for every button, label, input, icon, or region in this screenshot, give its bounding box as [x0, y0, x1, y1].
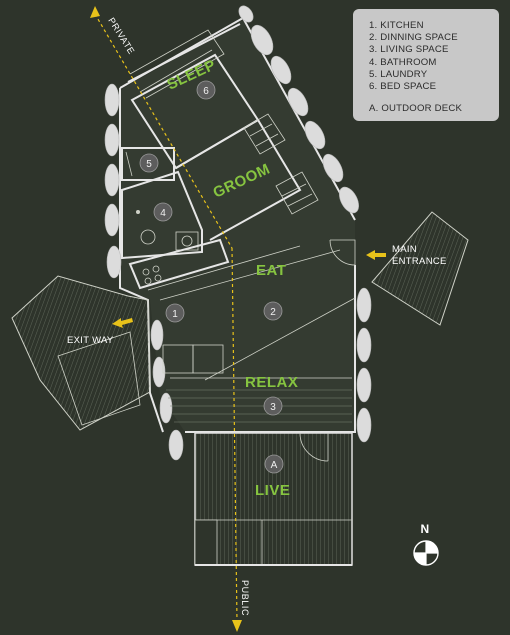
dining-area — [159, 249, 356, 381]
main-entrance-arrow-icon — [366, 250, 386, 260]
zone-label-live: LIVE — [255, 482, 290, 499]
private-public-axis — [90, 6, 242, 632]
svg-text:A: A — [271, 460, 278, 471]
exit-way-label: EXIT WAY — [67, 335, 114, 346]
room-marker-6: 6 — [196, 80, 216, 100]
laundry-room — [121, 147, 175, 181]
exit-deck — [11, 275, 151, 431]
main-entrance-label-line2: ENTRANCE — [392, 256, 447, 267]
arrow-down-icon — [232, 620, 242, 632]
legend-box: 1. KITCHEN 2. DINNING SPACE 3. LIVING SP… — [353, 9, 499, 121]
room-marker-3: 3 — [263, 396, 283, 416]
legend-item: 6. BED SPACE — [369, 81, 437, 93]
living-floor-boards — [166, 389, 352, 423]
bathroom — [121, 170, 203, 260]
axis-label-public: PUBLIC — [240, 580, 250, 616]
zone-label-relax: RELAX — [245, 374, 298, 391]
room-marker-1: 1 — [165, 303, 185, 323]
outdoor-deck — [194, 432, 353, 566]
groom-area — [175, 113, 319, 241]
legend-item-outdoor: A. OUTDOOR DECK — [369, 103, 463, 115]
legend-item: 3. LIVING SPACE — [369, 44, 449, 56]
kitchen-counter — [128, 238, 301, 291]
main-entrance-label-line1: MAIN — [392, 244, 417, 255]
axis-label-private: PRIVATE — [106, 16, 136, 56]
svg-text:3: 3 — [270, 402, 276, 413]
room-marker-a: A — [264, 454, 284, 474]
exit-way-arrow-icon — [112, 318, 133, 328]
svg-text:2: 2 — [270, 307, 276, 318]
svg-text:5: 5 — [146, 159, 152, 170]
svg-text:6: 6 — [203, 86, 209, 97]
compass-icon: N — [413, 522, 439, 566]
room-marker-2: 2 — [263, 301, 283, 321]
svg-text:N: N — [421, 522, 430, 536]
entrance-deck — [329, 211, 469, 326]
arrow-up-icon — [90, 6, 100, 18]
interior-floor — [120, 20, 355, 432]
svg-text:1: 1 — [172, 309, 178, 320]
legend-item: 4. BATHROOM — [369, 56, 437, 68]
legend-item: 2. DINNING SPACE — [369, 32, 458, 44]
svg-text:4: 4 — [160, 208, 166, 219]
room-marker-4: 4 — [153, 202, 173, 222]
legend-item: 1. KITCHEN — [369, 20, 424, 31]
zone-label-eat: EAT — [256, 262, 286, 279]
legend-item: 5. LAUNDRY — [369, 68, 428, 80]
cladding-segments — [104, 5, 372, 461]
room-marker-5: 5 — [139, 153, 159, 173]
